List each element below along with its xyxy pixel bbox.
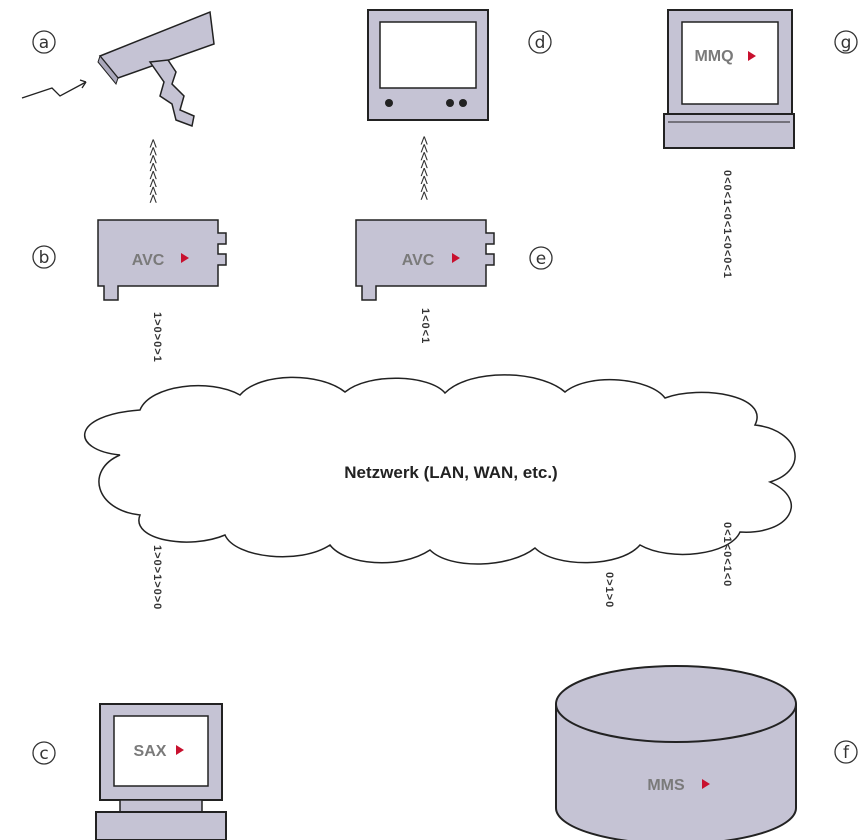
stream-avc-monitor: <<<<<<<< <box>416 135 431 200</box>
label-d: d <box>528 30 552 54</box>
mmq-label: MMQ <box>694 48 733 65</box>
label-f: f <box>834 740 858 764</box>
network-label: Netzwerk (LAN, WAN, etc.) <box>344 463 557 482</box>
avc-card-left: AVC <box>97 219 227 301</box>
svg-text:f: f <box>843 743 850 763</box>
svg-text:a: a <box>39 33 49 53</box>
stream-avc-b-net: 1>0>0>1 <box>151 312 163 363</box>
svg-text:d: d <box>535 33 546 53</box>
monitor-icon <box>367 9 489 121</box>
stream-net-sax: 1>0>1>0>0 <box>151 545 163 610</box>
stream-camera-avc: <<<<<<<< <box>145 138 160 203</box>
mms-database-icon: MMS <box>555 665 797 840</box>
mmq-computer-icon: MMQ <box>663 9 795 149</box>
svg-text:e: e <box>536 249 546 269</box>
play-icon <box>452 253 460 263</box>
avc-left-label: AVC <box>132 252 165 269</box>
play-icon <box>176 745 184 755</box>
network-cloud: Netzwerk (LAN, WAN, etc.) <box>83 374 796 565</box>
svg-text:g: g <box>841 33 852 53</box>
label-b: b <box>32 245 56 269</box>
camera-icon <box>21 10 215 128</box>
stream-net-mms-right: 0<1<0<1<0 <box>721 522 733 587</box>
avc-card-right: AVC <box>355 219 495 301</box>
play-icon <box>748 51 756 61</box>
play-icon <box>181 253 189 263</box>
avc-right-label: AVC <box>402 252 435 269</box>
play-icon <box>702 779 710 789</box>
sax-label: SAX <box>134 743 167 760</box>
stream-net-mms-left: 0>1>0 <box>603 572 615 608</box>
stream-mmq-net: 0<0<1<0<1<0<0<1 <box>721 170 733 279</box>
sax-computer-icon: SAX <box>95 703 227 840</box>
stream-avc-e-net: 1<0<1 <box>419 308 431 344</box>
svg-text:c: c <box>39 744 48 764</box>
label-g: g <box>834 30 858 54</box>
svg-text:b: b <box>39 248 50 268</box>
label-a: a <box>32 30 56 54</box>
mms-label: MMS <box>647 777 685 794</box>
label-e: e <box>529 246 553 270</box>
label-c: c <box>32 741 56 765</box>
